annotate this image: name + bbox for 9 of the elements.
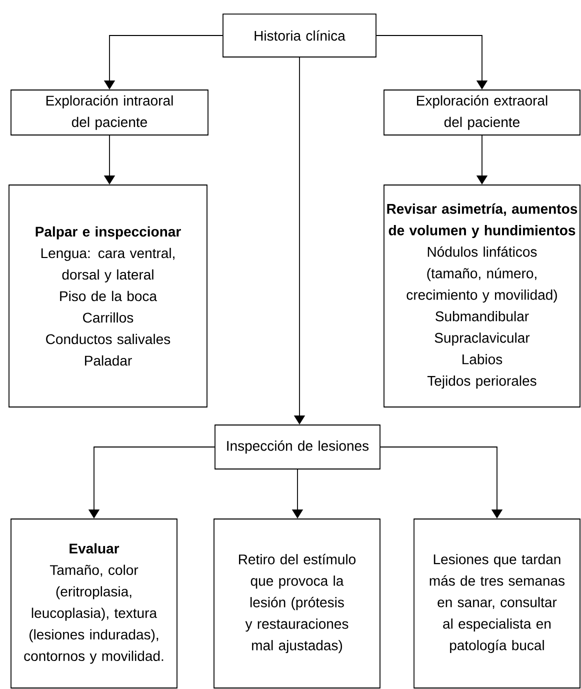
list-box: Revisar asimetría, aumentos de volumen y hundimientos Nódulos linfáticos (tamaño, número, crecimiento y movilidad) Submandibular Supraclavicular Labios Tejidos periorales — [384, 184, 580, 408]
text-box: Retiro del estímulo que provoca la lesión (prótesis y restauraciones mal ajustadas) — [214, 518, 380, 688]
process-box: Exploración extraoral del paciente — [384, 90, 580, 136]
process-box: Exploración intraoral del paciente — [10, 90, 208, 136]
process-box: Historia clínica — [222, 14, 376, 58]
text-box: Lesiones que tardan más de tres semanas en sanar, consultar al especialista en patología bucal — [414, 518, 580, 688]
list-box: Palpar e inspeccionar Lengua: cara ventral, dorsal y lateral Piso de la boca Carrillos Conductos salivales Paladar — [8, 184, 208, 408]
text-box: Evaluar Tamaño, color (eritroplasia, leucoplasia), textura (lesiones induradas), contornos y movilidad. — [10, 518, 178, 688]
process-box: Inspección de lesiones — [214, 424, 380, 470]
